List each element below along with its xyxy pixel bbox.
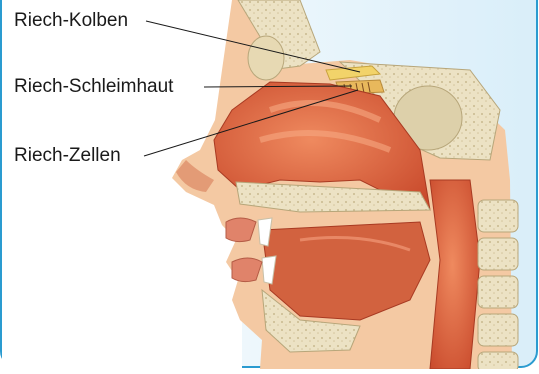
label-olfactory-cells: Riech-Zellen xyxy=(14,146,121,165)
cervical-spine xyxy=(478,200,518,369)
label-olfactory-bulb: Riech-Kolben xyxy=(14,11,128,30)
frontal-sinus xyxy=(248,36,284,80)
label-olfactory-mucosa: Riech-Schleimhaut xyxy=(14,77,173,96)
